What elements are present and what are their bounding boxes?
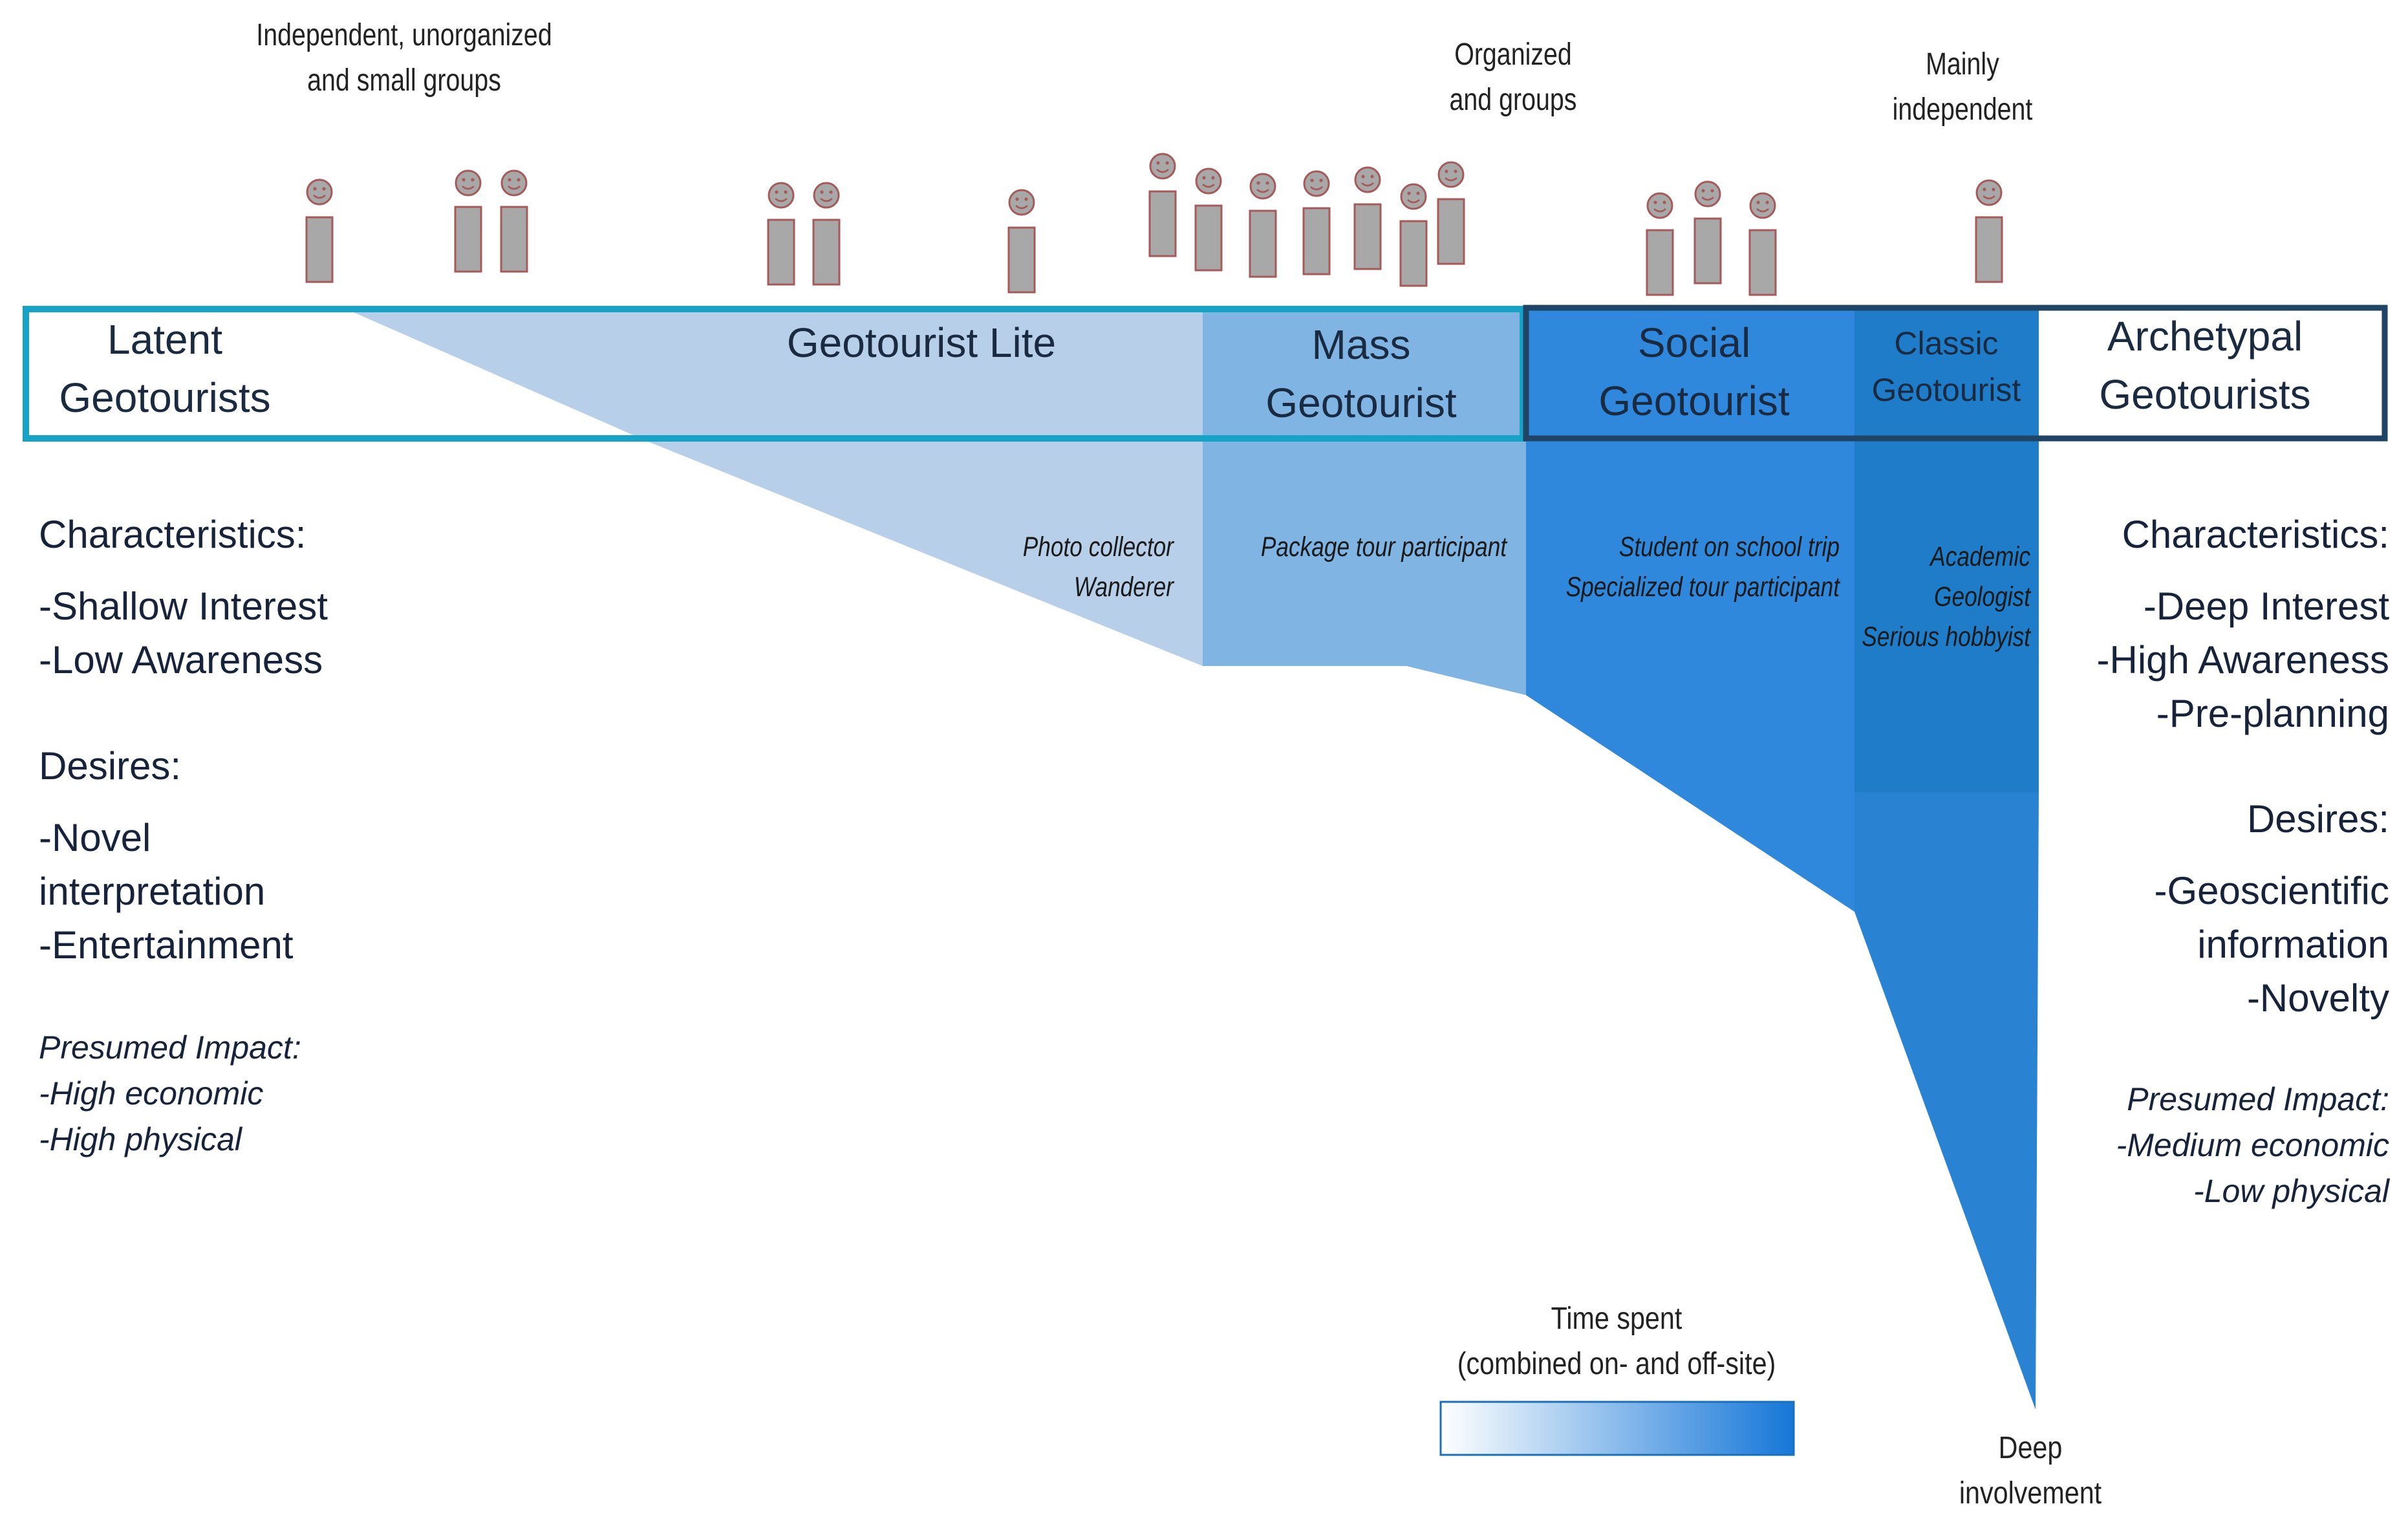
archetypal-frame bbox=[1523, 305, 2388, 442]
band-title-mass: Mass Geotourist bbox=[1265, 321, 1457, 426]
right-desires: Desires: -Geoscientific information -Nov… bbox=[2154, 797, 2389, 1020]
mass-region bbox=[1203, 310, 1526, 695]
right-impact: Presumed Impact: -Medium economic -Low p… bbox=[2116, 1081, 2389, 1209]
latent-frame bbox=[23, 306, 1526, 442]
person-icon bbox=[1646, 192, 1674, 296]
time-spent-gradient bbox=[1439, 1401, 1795, 1456]
person-icon bbox=[767, 182, 795, 286]
person-icon bbox=[812, 182, 841, 286]
roles-social: Student on school trip Specialized tour … bbox=[1565, 532, 1840, 603]
band-title-social: Social Geotourist bbox=[1598, 319, 1790, 424]
deep-involvement-label: Deep involvement bbox=[1959, 1431, 2102, 1510]
left-characteristics: Characteristics: -Shallow Interest -Low … bbox=[39, 513, 328, 682]
classic-region bbox=[1854, 310, 2039, 792]
group-label-organized: Organized and groups bbox=[1449, 38, 1577, 117]
lite-wedge bbox=[349, 310, 1203, 666]
roles-classic: Academic Geologist Serious hobbyist bbox=[1862, 541, 2030, 652]
left-impact: Presumed Impact: -High economic -High ph… bbox=[39, 1029, 301, 1157]
band-title-archetypal: Archetypal Geotourists bbox=[2099, 313, 2311, 418]
band-title-latent: Latent Geotourists bbox=[59, 316, 271, 421]
people-icons bbox=[305, 153, 2003, 296]
person-icon bbox=[1353, 166, 1382, 270]
group-label-independent: Independent, unorganized and small group… bbox=[256, 18, 552, 98]
person-icon bbox=[1975, 179, 2003, 283]
person-icon bbox=[1148, 153, 1177, 257]
person-icon bbox=[500, 169, 528, 273]
band-title-classic: Classic Geotourist bbox=[1871, 325, 2021, 408]
band-title-lite: Geotourist Lite bbox=[786, 319, 1057, 366]
person-icon bbox=[305, 178, 334, 283]
roles-mass: Package tour participant bbox=[1260, 532, 1507, 563]
person-icon bbox=[1302, 170, 1331, 275]
person-icon bbox=[1007, 189, 1036, 294]
person-icon bbox=[1194, 167, 1223, 272]
right-characteristics: Characteristics: -Deep Interest -High Aw… bbox=[2096, 513, 2389, 735]
person-icon bbox=[454, 169, 482, 273]
group-label-mainly-independent: Mainly independent bbox=[1892, 47, 2033, 127]
person-icon bbox=[1748, 192, 1777, 296]
roles-lite: Photo collector Wanderer bbox=[1022, 532, 1174, 603]
person-icon bbox=[1437, 161, 1465, 265]
person-icon bbox=[1399, 183, 1428, 287]
person-icon bbox=[1249, 173, 1277, 278]
left-desires: Desires: -Novel interpretation -Entertai… bbox=[39, 744, 294, 967]
social-region bbox=[1526, 310, 1854, 912]
person-icon bbox=[1693, 180, 1722, 285]
legend-title: Time spent (combined on- and off-site) bbox=[1457, 1302, 1776, 1381]
deep-involvement-tail bbox=[1854, 792, 2039, 1410]
